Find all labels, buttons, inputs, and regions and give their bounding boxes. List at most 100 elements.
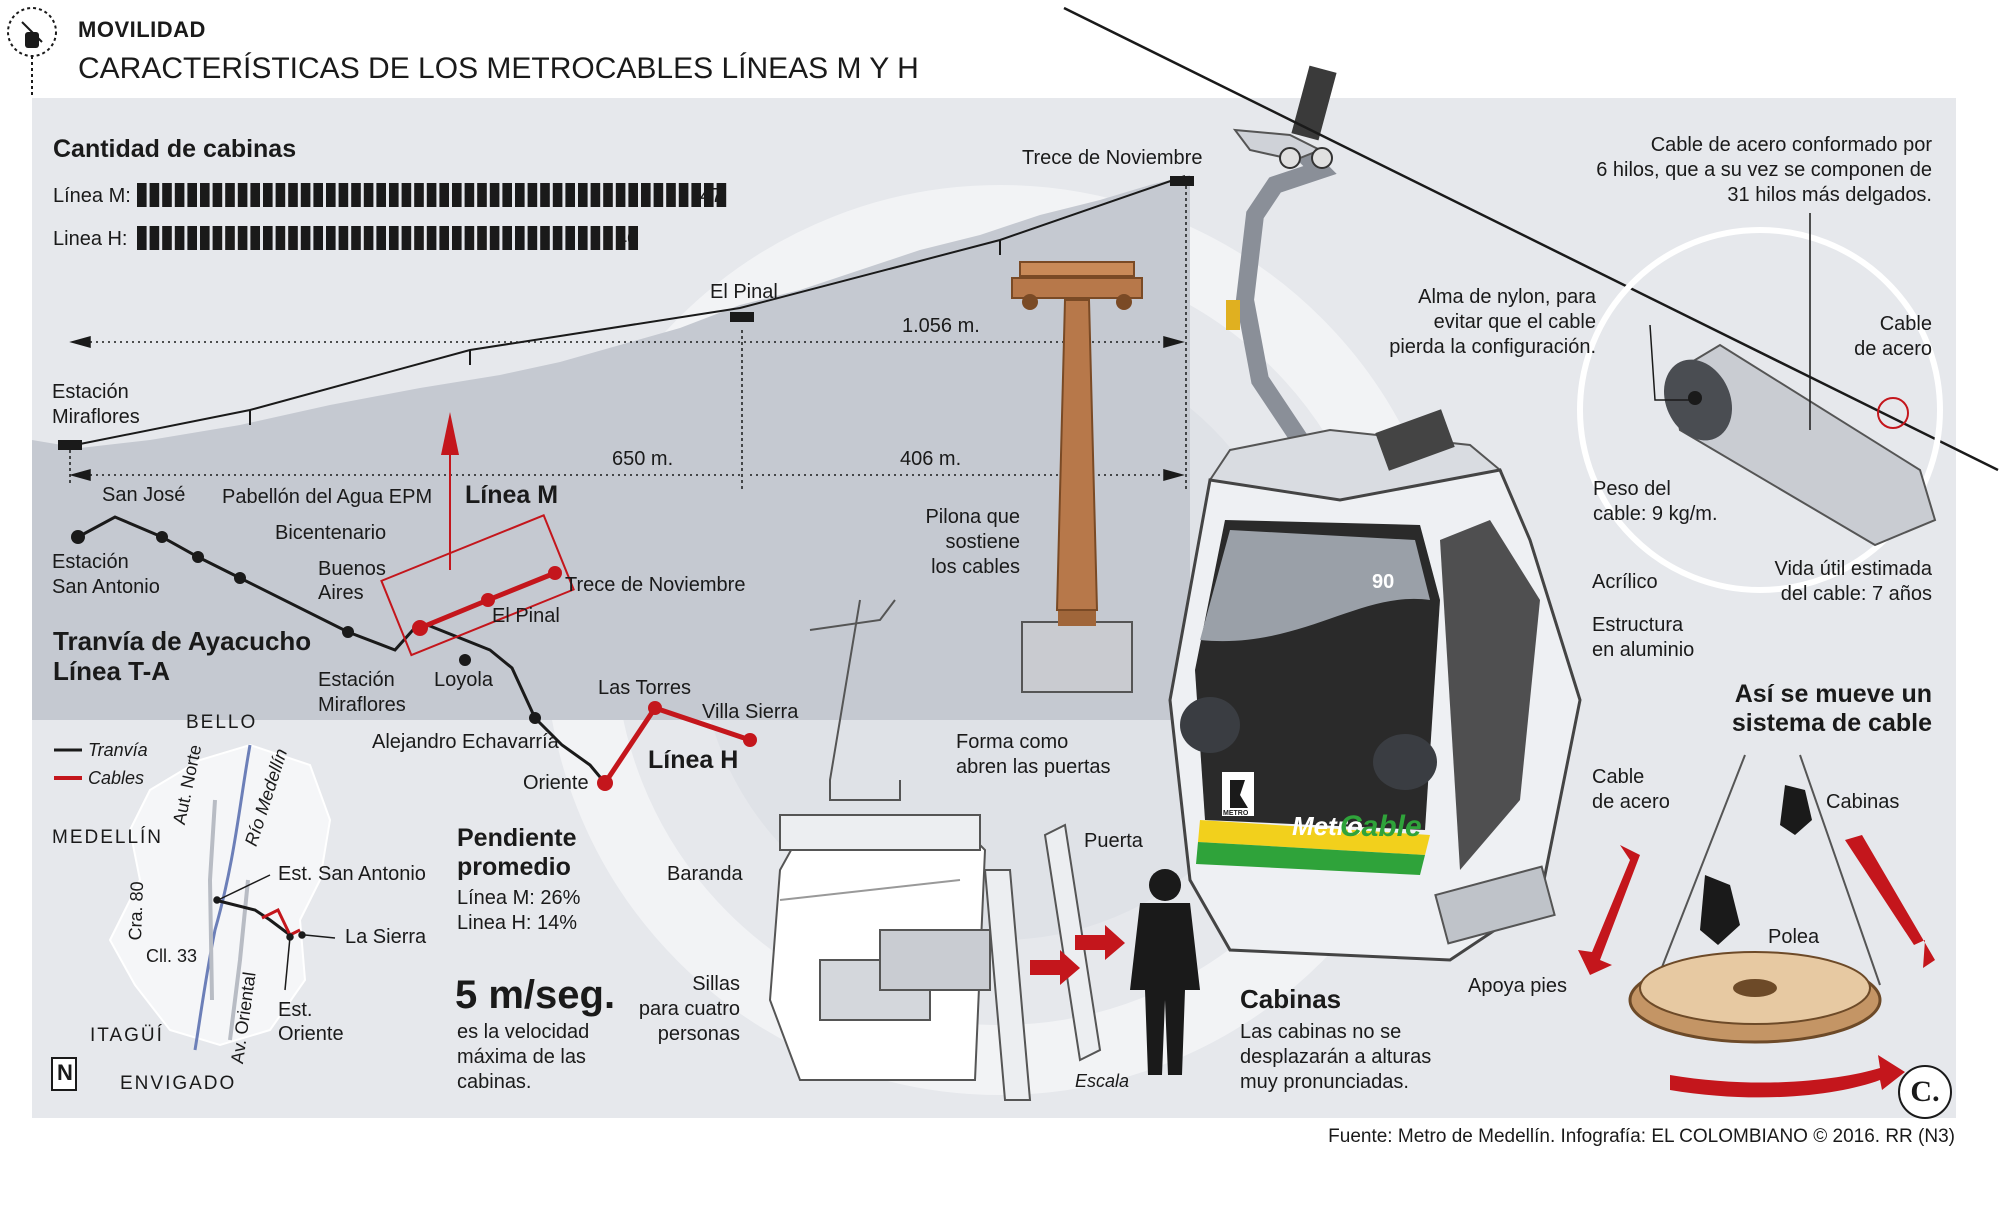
cabin-count-tick xyxy=(716,183,727,207)
profile-station-el-pinal: El Pinal xyxy=(710,281,778,303)
place-envigado: ENVIGADO xyxy=(120,1073,237,1094)
road-label-cll-33: Cll. 33 xyxy=(146,946,198,966)
nylon-desc-3: pierda la configuración. xyxy=(1389,336,1596,358)
peso-label-1: Peso del xyxy=(1593,478,1671,500)
vida-label-1: Vida útil estimada xyxy=(1774,558,1933,580)
cabin-count-tick xyxy=(704,183,714,207)
speed-value: 5 m/seg. xyxy=(455,973,616,1017)
cabin-count-tick xyxy=(363,183,374,207)
profile-station-miraflores-2: Miraflores xyxy=(52,406,140,428)
cabin-count-tick xyxy=(590,226,601,250)
cabin-count-tick xyxy=(515,183,525,207)
slope-title-1: Pendiente xyxy=(457,824,577,852)
cabin-count-tick xyxy=(489,183,500,207)
cabin-count-tick xyxy=(149,183,160,207)
cable-desc-2: 6 hilos, que a su vez se componen de xyxy=(1596,159,1932,181)
cabin-count-tick xyxy=(439,183,449,207)
stop-estacion2-label: Estación xyxy=(318,669,395,691)
cabin-count-tick xyxy=(389,226,399,250)
part-apoya-pies: Apoya pies xyxy=(1468,975,1567,997)
cabin-count-tick xyxy=(363,226,374,250)
cable-pointers xyxy=(1649,213,1811,430)
cabin-count-tick xyxy=(426,183,437,207)
mini-map-pointers xyxy=(213,874,336,991)
cabin-count-tick xyxy=(187,183,197,207)
brand-metro: Metro xyxy=(1292,811,1363,841)
cabin-count-tick xyxy=(603,226,613,250)
cabin-count-tick xyxy=(502,183,512,207)
cable-desc-1: Cable de acero conformado por xyxy=(1650,134,1932,156)
cabin-count-tick xyxy=(263,183,273,207)
page-title: CARACTERÍSTICAS DE LOS METROCABLES LÍNEA… xyxy=(78,52,919,85)
cabin-count-tick xyxy=(225,226,235,250)
road-label-cra-80: Cra. 80 xyxy=(124,881,148,941)
stop-san-jose-label: San José xyxy=(102,484,186,506)
part-sillas-2: para cuatro xyxy=(638,998,740,1020)
cabin-count-tick xyxy=(452,226,462,250)
city-map-area xyxy=(108,743,332,1047)
cabins-note-3: muy pronunciadas. xyxy=(1240,1071,1409,1093)
cabin-count-tick xyxy=(300,183,311,207)
cabin-count-tick xyxy=(351,183,361,207)
system-polea: Polea xyxy=(1768,926,1820,948)
cabin-count-tick xyxy=(237,226,248,250)
part-acrilico: Acrílico xyxy=(1592,571,1658,593)
cabin-count-tick xyxy=(300,226,311,250)
cabin-count-tick xyxy=(250,183,260,207)
cabin-count-tick xyxy=(489,226,500,250)
cabins-count-title: Cantidad de cabinas xyxy=(53,135,297,163)
cabins-note-1: Las cabinas no se xyxy=(1240,1021,1402,1043)
line-h-stop-las-torres: Las Torres xyxy=(598,677,692,699)
cabin-count-tick xyxy=(313,226,323,250)
cablecar-logo-icon xyxy=(7,7,57,98)
north-label: N xyxy=(57,1060,73,1085)
cabin-count-tick xyxy=(426,226,437,250)
cabin-count-tick xyxy=(578,226,588,250)
place-medellin: MEDELLÍN xyxy=(52,827,164,848)
cabin-count-tick xyxy=(174,226,185,250)
cabin-count-tick xyxy=(628,226,638,250)
line-h-stop-villa-sierra: Villa Sierra xyxy=(702,701,799,723)
bar-line-m xyxy=(137,183,727,207)
bar-value-m: 47 xyxy=(700,185,723,207)
stop-pabellon-label: Pabellón del Agua EPM xyxy=(222,486,433,508)
footer-logo-text: C. xyxy=(1910,1075,1940,1108)
line-m-highlight-box xyxy=(380,514,575,657)
part-puerta: Puerta xyxy=(1084,830,1143,852)
cabin-count-tick xyxy=(401,183,412,207)
part-sillas-1: Sillas xyxy=(692,973,740,995)
system-title-2: sistema de cable xyxy=(1731,709,1932,737)
cabin-count-tick xyxy=(615,226,626,250)
cabin-count-tick xyxy=(275,226,286,250)
pylon-label-1: Pilona que xyxy=(925,506,1020,528)
cabin-count-tick xyxy=(439,226,449,250)
cabin-count-tick xyxy=(174,183,185,207)
steel-cable-line xyxy=(1063,6,1999,472)
line-m-title: Línea M xyxy=(465,481,559,509)
cabin-count-tick xyxy=(464,226,475,250)
cable-detail-illustration xyxy=(1577,227,1943,593)
cabin-count-tick xyxy=(678,183,689,207)
nylon-desc-2: evitar que el cable xyxy=(1433,311,1596,333)
cabin-count-tick xyxy=(527,226,538,250)
distance-total: 1.056 m. xyxy=(902,315,980,337)
acero-label-1: Cable xyxy=(1879,313,1932,335)
line-m-stop-el-pinal: El Pinal xyxy=(492,605,560,627)
tram-stops xyxy=(71,530,541,724)
cabin-count-tick xyxy=(628,183,638,207)
line-m-stops xyxy=(412,566,562,636)
station-markers xyxy=(58,176,1194,450)
speed-desc-3: cabinas. xyxy=(457,1071,532,1093)
bar-value-h: 40 xyxy=(616,228,639,250)
cabin-count-tick xyxy=(250,226,260,250)
map-point-oriente: Oriente xyxy=(278,1023,344,1045)
part-baranda: Baranda xyxy=(667,863,743,885)
stop-aires-label: Aires xyxy=(318,582,364,604)
cabin-count-tick xyxy=(578,183,588,207)
cabin-count-tick xyxy=(615,183,626,207)
cabin-count-tick xyxy=(527,183,538,207)
cabin-count-tick xyxy=(464,183,475,207)
cabin-count-tick xyxy=(326,183,336,207)
cabin-count-tick xyxy=(338,226,349,250)
